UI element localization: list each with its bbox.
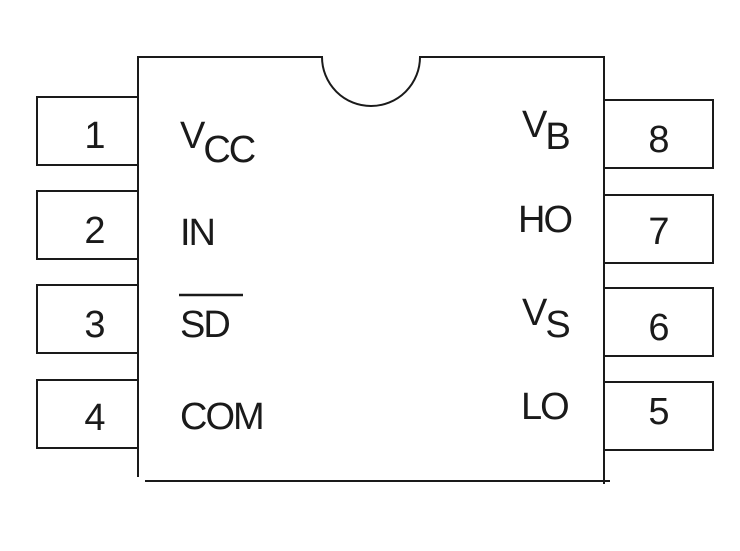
right-pin-8: 8 VB — [522, 99, 714, 169]
pin-number-2: 2 — [84, 210, 105, 252]
pin-label-vcc-sub: CC — [203, 129, 254, 171]
right-pin-5: 5 LO — [521, 381, 714, 451]
pin-number-4: 4 — [84, 397, 105, 439]
pin-number-3: 3 — [84, 304, 105, 346]
left-pin-1: 1 VCC — [36, 96, 257, 171]
pin-label-in: IN — [180, 212, 214, 254]
pin-number-1: 1 — [84, 115, 105, 157]
left-pin-4: 4 COM — [36, 379, 265, 449]
pin-label-sd: SD — [180, 304, 229, 346]
pin-box-3 — [36, 284, 139, 354]
pin-label-vcc-main: V — [180, 115, 206, 157]
pin-label-lo: LO — [521, 386, 568, 428]
pin-label-vcc: VCC — [180, 115, 255, 171]
pin-label-vs-main: V — [522, 292, 548, 334]
pin-label-com: COM — [180, 396, 263, 438]
pin-number-7: 7 — [648, 211, 669, 253]
pin-box-2 — [36, 190, 139, 260]
pin-box-1 — [36, 96, 139, 166]
pin-box-4 — [36, 379, 139, 449]
pin-box-6 — [603, 287, 714, 357]
pin-number-5: 5 — [648, 391, 669, 433]
pin-label-vs: VS — [522, 292, 569, 346]
right-pin-7: 7 HO — [518, 194, 714, 264]
pin-box-7 — [603, 194, 714, 264]
pin-box-5 — [603, 381, 714, 451]
pin-label-ho: HO — [518, 199, 571, 241]
pin-number-8: 8 — [648, 119, 669, 161]
pin-number-6: 6 — [648, 307, 669, 349]
pin-label-vb: VB — [522, 104, 569, 158]
pin-label-vb-sub: B — [545, 116, 569, 158]
chip-body-outline — [137, 56, 605, 484]
pin-label-vs-sub: S — [545, 304, 569, 346]
left-pin-3: 3 SD — [36, 284, 243, 354]
pin-box-8 — [603, 99, 714, 169]
pin-label-vb-main: V — [522, 104, 548, 146]
left-pin-2: 2 IN — [36, 190, 216, 260]
right-pin-6: 6 VS — [522, 287, 714, 357]
